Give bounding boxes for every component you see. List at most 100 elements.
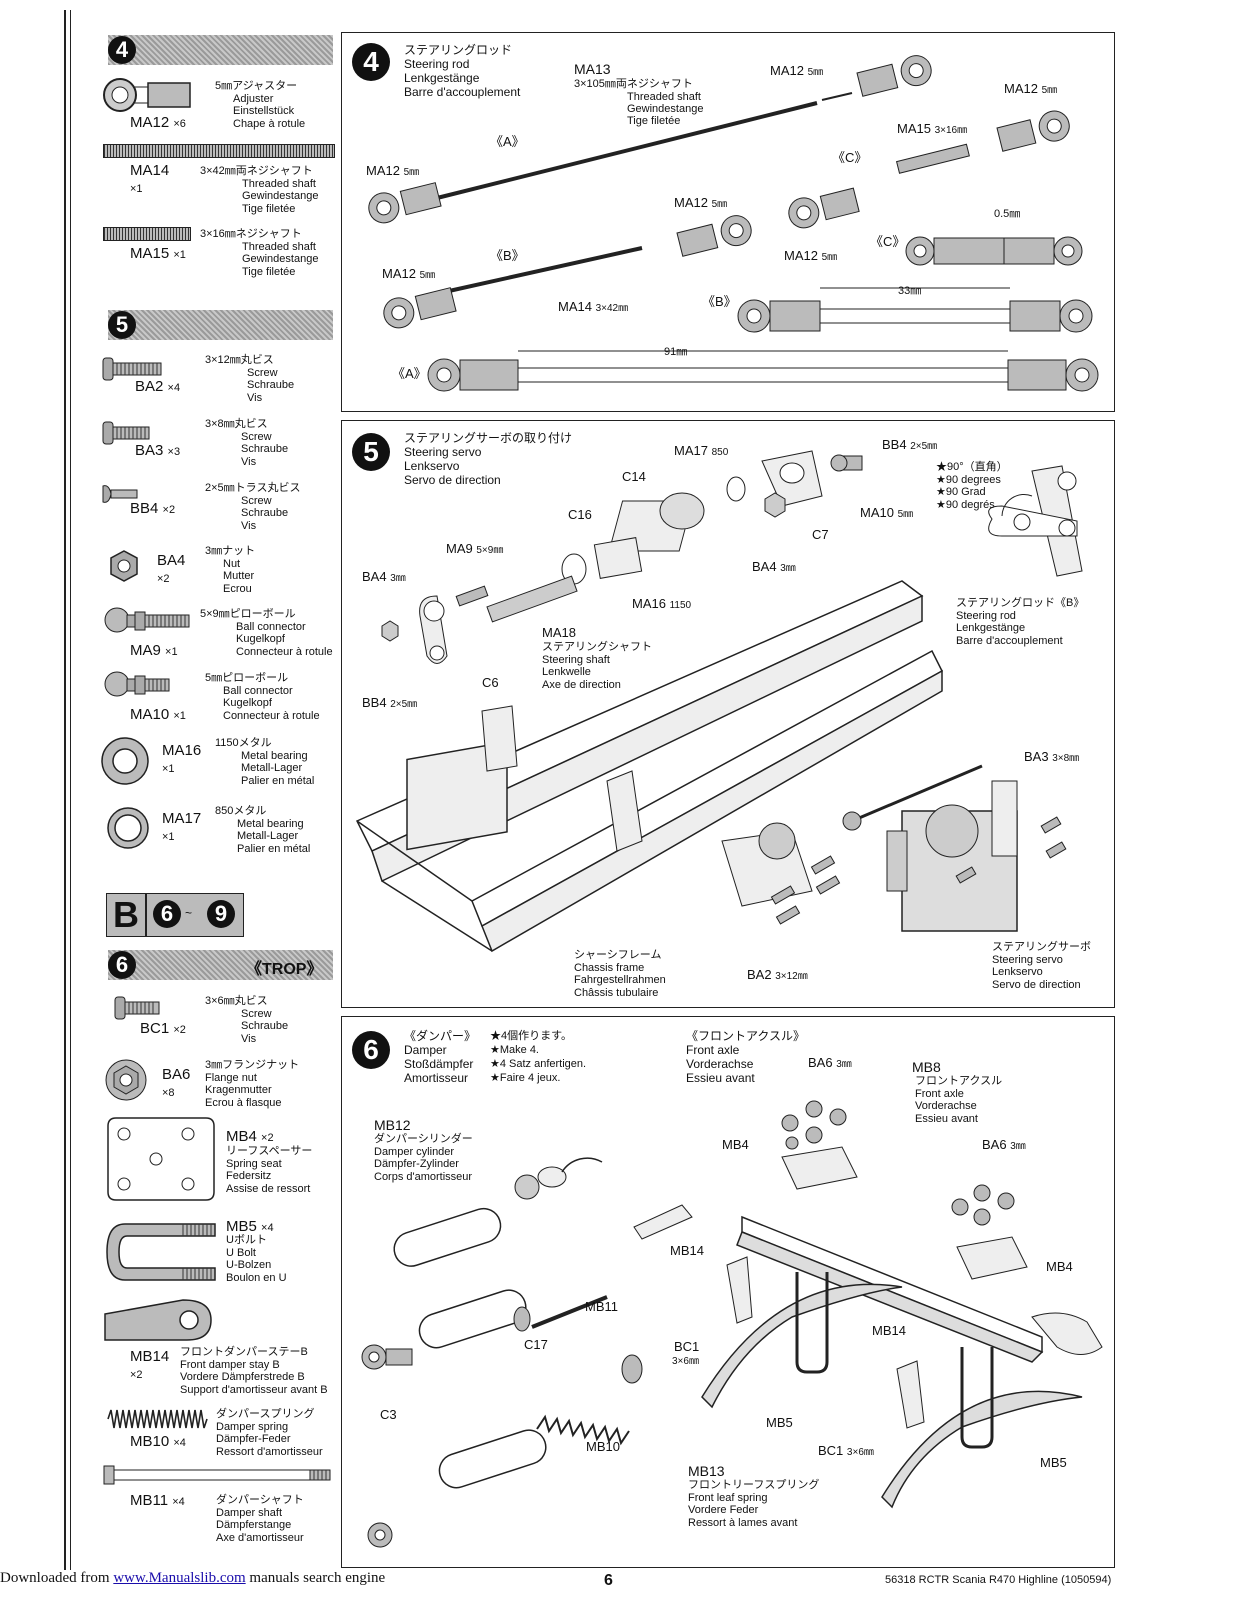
bc1-size: 3×6㎜ <box>672 1356 699 1367</box>
ma14-label: MA14 3×42㎜ <box>558 299 629 314</box>
step5-number: 5 <box>108 311 136 339</box>
mb4-spring-seat-icon <box>107 1117 215 1201</box>
ba6-label: BA6 3㎜ <box>982 1137 1026 1152</box>
part-code: MA17 <box>162 810 202 827</box>
bc1-label: BC1 <box>674 1339 700 1354</box>
ma12-label: MA12 5㎜ <box>770 63 824 78</box>
part-description: リーフスペーサー Spring seat Federsitz Assise de… <box>226 1145 313 1195</box>
ba6-label: BA6 3㎜ <box>808 1055 852 1070</box>
bc1-screw-icon <box>114 996 160 1020</box>
mb5-u-bolt-icon <box>106 1223 216 1281</box>
part-code: BA3 <box>135 442 164 459</box>
length-33-label: 33㎜ <box>898 285 922 297</box>
mb11-shaft-icon <box>103 1465 331 1485</box>
steering-servo-diagram <box>355 450 1083 953</box>
ba4-label: BA4 3㎜ <box>752 559 796 574</box>
part-description: フロントダンパーステーB Front damper stay B Vordere… <box>180 1346 328 1396</box>
c6-label: C6 <box>482 675 499 690</box>
part-code: BA2 <box>135 378 164 395</box>
step6-panel-number: 6 <box>352 1031 390 1069</box>
variant-b-label: 《B》 <box>702 294 737 309</box>
part-code: MA15 <box>130 245 170 262</box>
ma13-label: MA13 <box>574 61 611 77</box>
part-description: 3×6㎜丸ビス Screw Schraube Vis <box>205 995 289 1045</box>
variant-a-label: 《A》 <box>392 366 427 381</box>
part-code: MB14 <box>130 1348 170 1365</box>
c14-label: C14 <box>622 469 646 484</box>
part-code: BB4 <box>130 500 159 517</box>
ma12-label: MA12 5㎜ <box>1004 81 1058 96</box>
mb4-label: MB4 <box>722 1137 749 1152</box>
part-code: BC1 <box>140 1020 170 1037</box>
bc1-label: BC1 3×6㎜ <box>818 1443 874 1458</box>
ba4-label: BA4 3㎜ <box>362 569 406 584</box>
part-code: MA16 <box>162 742 202 759</box>
ba2-screw-icon <box>102 357 162 381</box>
gap-label: 0.5㎜ <box>994 208 1021 220</box>
part-description: 3×12㎜丸ビス Screw Schraube Vis <box>205 354 295 404</box>
mb13-label: MB13 <box>688 1463 725 1479</box>
ma17-label: MA17 850 <box>674 443 729 458</box>
variant-c-label: 《C》 <box>870 234 906 249</box>
part-code: BA6 <box>162 1066 191 1083</box>
part-description: 5×9㎜ピローボール Ball connector Kugelkopf Conn… <box>200 608 333 658</box>
ma12-adjuster-icon <box>103 78 191 112</box>
download-footer: Downloaded from www.Manualslib.com manua… <box>0 1570 386 1586</box>
ma9-ball-connector-icon <box>104 607 190 633</box>
c3-label: C3 <box>380 1407 397 1422</box>
bb4-label: BB4 2×5㎜ <box>882 437 938 452</box>
ma10-label: MA10 5㎜ <box>860 505 914 520</box>
bb4-label: BB4 2×5㎜ <box>362 695 418 710</box>
part-code: MA12 <box>130 114 170 131</box>
part-description: 3×8㎜丸ビス Screw Schraube Vis <box>205 418 289 468</box>
make-four-note: ★4個作ります。★Make 4.★4 Satz anfertigen.★Fair… <box>490 1030 587 1084</box>
ba6-flange-nut-icon <box>105 1059 147 1101</box>
part-code: MB10 <box>130 1433 170 1450</box>
left-border-inner <box>70 10 71 1570</box>
length-91-label: 91㎜ <box>664 346 688 358</box>
mb10-spring-icon <box>107 1409 208 1429</box>
step5-panel-number: 5 <box>352 433 390 471</box>
c7-label: C7 <box>812 527 829 542</box>
mb14-label: MB14 <box>670 1243 704 1258</box>
step4-panel-number: 4 <box>352 43 390 81</box>
bag-range: 6 ~ 9 <box>146 893 244 937</box>
product-code: 56318 RCTR Scania R470 Highline (1050594… <box>885 1574 1112 1586</box>
part-description: Uボルト U Bolt U-Bolzen Boulon en U <box>226 1234 287 1284</box>
bb4-screw-icon <box>102 485 138 503</box>
part-description: ダンパーシャフト Damper shaft Dämpferstange Axe … <box>216 1494 304 1544</box>
part-description: 1150メタル Metal bearing Metall-Lager Palie… <box>215 737 315 787</box>
steering-rod-diagram <box>368 55 1099 392</box>
page-number: 6 <box>604 1572 613 1589</box>
part-code: MA14 <box>130 162 170 179</box>
bag-letter: B <box>106 893 146 937</box>
part-code: MA9 <box>130 642 161 659</box>
manualslib-link[interactable]: www.Manualslib.com <box>113 1570 246 1586</box>
part-description: 5㎜アジャスター Adjuster Einstellstück Chape à … <box>215 80 306 130</box>
step6-tag: 《TROP》 <box>246 961 323 978</box>
mb5-label: MB5 <box>766 1415 793 1430</box>
ba4-nut-icon <box>110 550 138 582</box>
ba3-screw-icon <box>102 421 150 445</box>
part-description: 5㎜ピローボール Ball connector Kugelkopf Connec… <box>205 672 320 722</box>
mb8-label: MB8 <box>912 1059 941 1075</box>
mb14-label: MB14 <box>872 1323 906 1338</box>
ma10-ball-connector-icon <box>104 671 170 697</box>
variant-b-label: 《B》 <box>490 248 525 263</box>
variant-a-label: 《A》 <box>490 134 525 149</box>
mb14-damper-stay-icon <box>104 1299 212 1341</box>
ma12-label: MA12 5㎜ <box>382 266 436 281</box>
ma16-label: MA16 1150 <box>632 596 692 611</box>
part-code: MB11 <box>130 1492 169 1509</box>
part-description: 2×5㎜トラス丸ビス Screw Schraube Vis <box>205 482 301 532</box>
ba3-label: BA3 3×8㎜ <box>1024 749 1080 764</box>
